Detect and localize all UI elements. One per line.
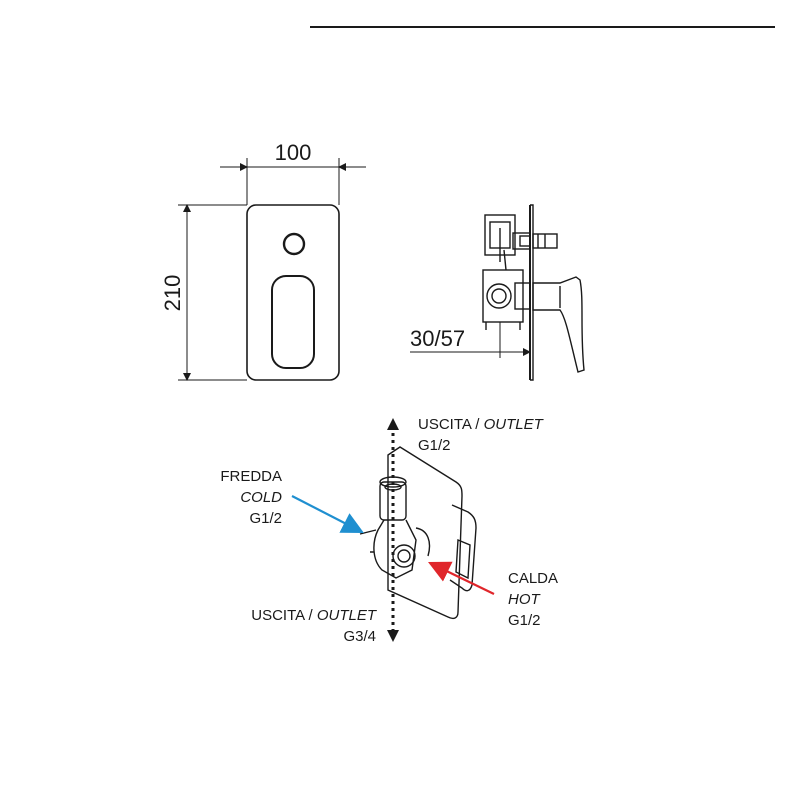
- cold-arrow: [291, 495, 364, 534]
- hot-label-italic: HOT: [508, 591, 542, 608]
- depth-label: 30/57: [410, 326, 465, 351]
- front-plate: [246, 204, 340, 381]
- width-label: 100: [275, 140, 312, 165]
- outlet-top-arrow: [387, 418, 399, 430]
- iso-view: [359, 446, 477, 620]
- cold-label-italic: COLD: [240, 489, 282, 506]
- outlet-bottom-size: G3/4: [343, 628, 376, 645]
- width-dimension: [220, 158, 366, 205]
- front-view: [246, 204, 340, 381]
- outlet-bottom-label: USCITA / OUTLET: [251, 607, 378, 624]
- side-view: [482, 204, 585, 381]
- outlet-top-size: G1/2: [418, 437, 451, 454]
- depth-dimension: [410, 322, 531, 358]
- front-lever: [271, 275, 315, 369]
- cold-label: FREDDA: [220, 468, 282, 485]
- height-dimension: [178, 204, 247, 381]
- height-label: 210: [160, 275, 185, 312]
- front-knob: [282, 232, 306, 256]
- hot-size: G1/2: [508, 612, 541, 629]
- hot-arrow: [428, 561, 495, 595]
- outlet-top-label: USCITA / OUTLET: [418, 416, 545, 433]
- outlet-bottom-arrow: [387, 630, 399, 642]
- hot-label: CALDA: [508, 570, 558, 587]
- cold-size: G1/2: [249, 510, 282, 527]
